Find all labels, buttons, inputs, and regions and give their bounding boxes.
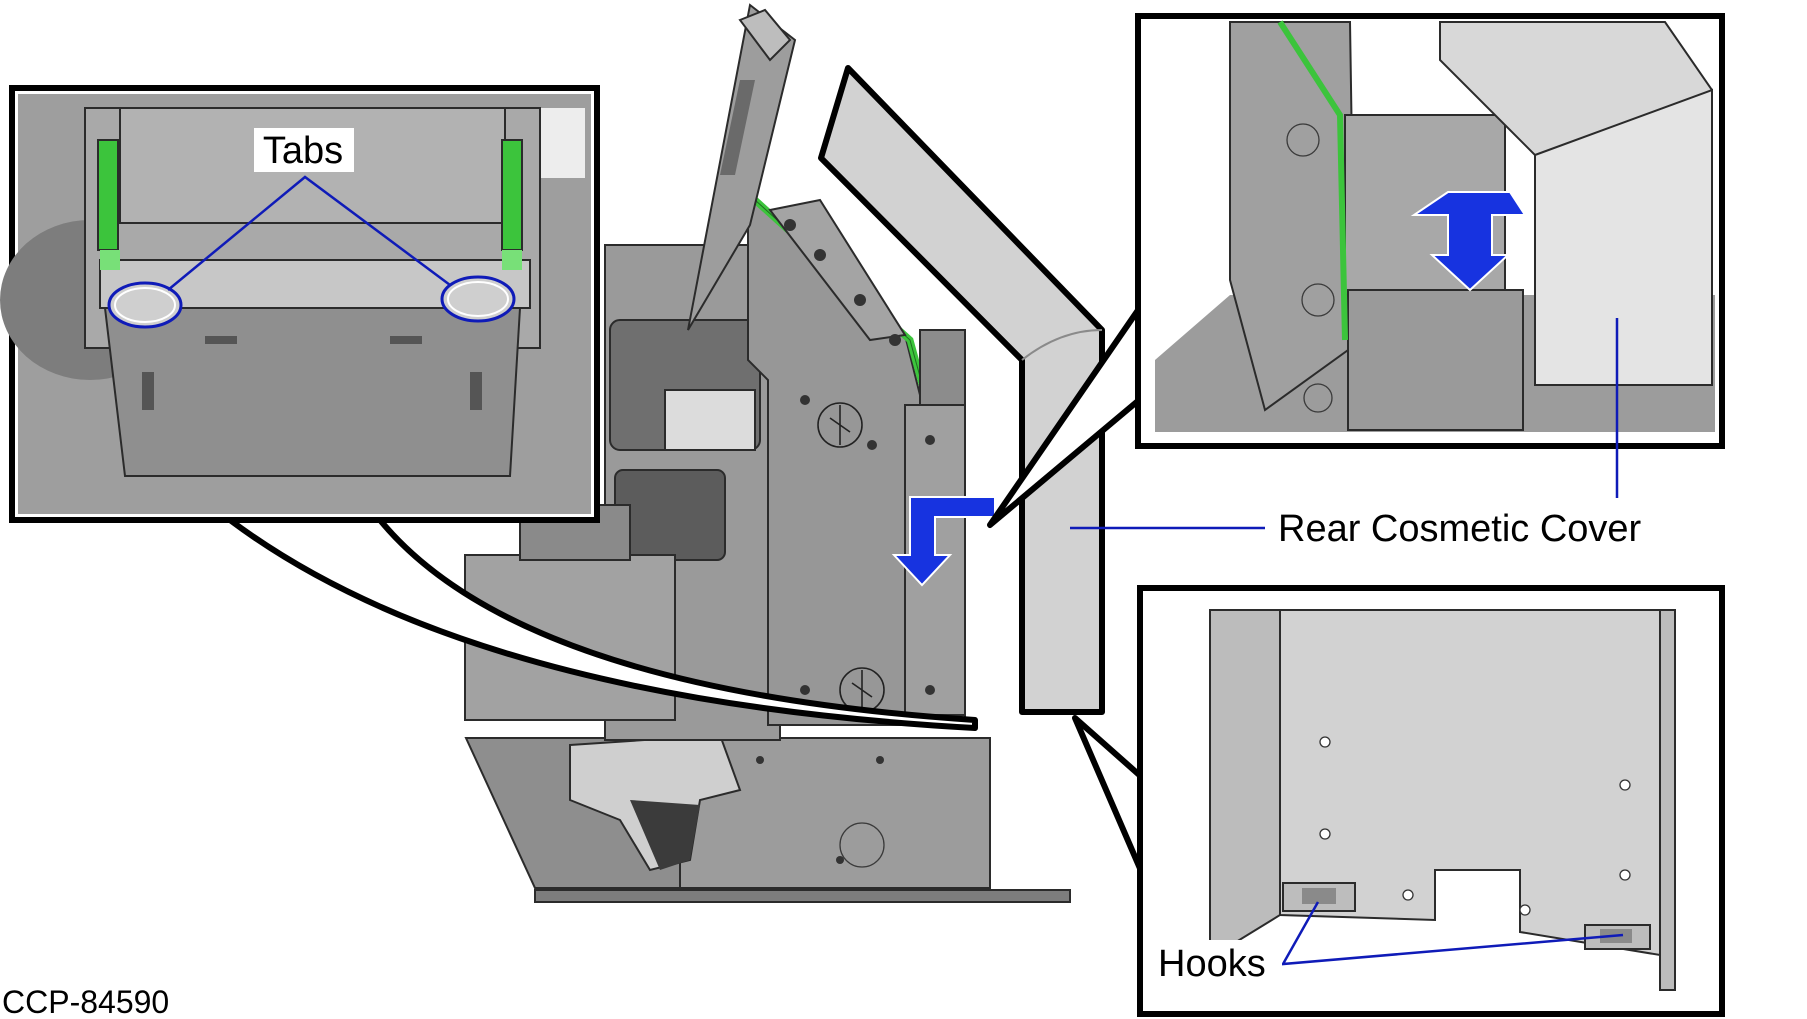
side-panel-boss-upper <box>817 402 863 448</box>
display-lid <box>687 3 797 331</box>
tabs-leader-lines <box>167 175 451 291</box>
hooks-label: Hooks <box>1158 943 1266 985</box>
lower-vent-hole <box>839 822 885 868</box>
green-rail-right <box>501 139 523 251</box>
kiosk-main-illustration <box>464 3 1105 903</box>
remove-direction-arrow-main <box>891 496 996 587</box>
green-rail-left <box>97 139 119 251</box>
base-plate <box>534 889 1071 903</box>
callout-tabs-pointer <box>227 517 978 731</box>
callout-hooks: Hooks <box>1072 585 1725 1017</box>
rear-cosmetic-cover-label: Rear Cosmetic Cover <box>1278 508 1642 550</box>
tab-highlight-left <box>107 281 183 329</box>
tab-highlight-right <box>440 275 516 323</box>
document-id: CCP-84590 <box>2 984 169 1019</box>
lift-direction-arrow <box>1410 191 1527 292</box>
rear-cover-label-group: Rear Cosmetic Cover <box>1070 318 1642 550</box>
hooks-leader-lines <box>1280 901 1624 966</box>
callout-rear-removal <box>987 13 1725 528</box>
callout-tabs: Tabs <box>0 85 978 731</box>
tabs-label: Tabs <box>263 130 343 172</box>
callout-hooks-pointer <box>1072 715 1148 883</box>
